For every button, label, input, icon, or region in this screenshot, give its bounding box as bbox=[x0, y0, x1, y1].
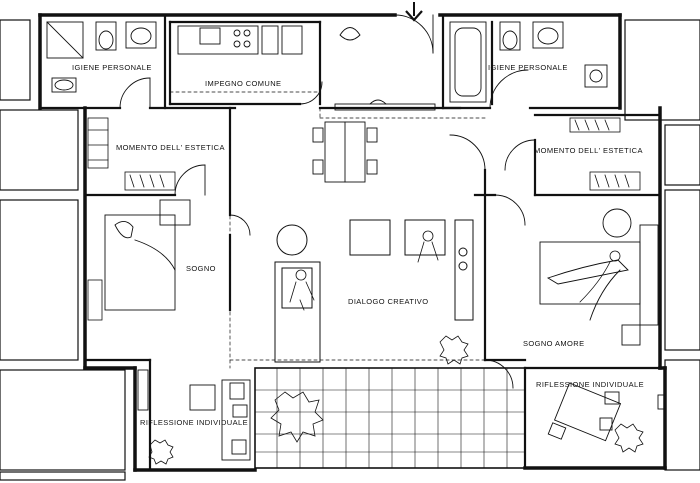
kitchen-fixtures bbox=[177, 25, 361, 55]
plants bbox=[148, 335, 644, 465]
bed-left bbox=[104, 199, 191, 311]
bathroom-right-fixtures bbox=[449, 21, 608, 103]
neighbour-right-blocks bbox=[624, 19, 700, 471]
interior-walls bbox=[38, 13, 662, 472]
lounge-furniture bbox=[274, 219, 474, 363]
corridor-shelf bbox=[334, 99, 436, 111]
door-swings bbox=[119, 14, 536, 389]
room-label-estetica-right: MOMENTO DELL' ESTETICA bbox=[534, 146, 643, 155]
room-label-igiene-left: IGIENE PERSONALE bbox=[72, 63, 152, 72]
neighbour-left-blocks bbox=[0, 19, 126, 481]
circulation-dashes bbox=[169, 91, 486, 369]
room-label-riflessione-right: RIFLESSIONE INDIVIDUALE bbox=[536, 380, 644, 389]
estetica-left-fixtures bbox=[87, 117, 176, 191]
patio-grid bbox=[254, 367, 526, 469]
estetica-right-fixtures bbox=[569, 117, 641, 191]
room-label-igiene-right: IGIENE PERSONALE bbox=[488, 63, 568, 72]
room-label-sogno-amore: SOGNO AMORE bbox=[523, 339, 585, 348]
room-label-sogno: SOGNO bbox=[186, 264, 216, 273]
room-label-estetica-left: MOMENTO DELL' ESTETICA bbox=[116, 143, 225, 152]
desk-right bbox=[547, 382, 665, 442]
bathroom-left-fixtures bbox=[46, 21, 157, 93]
arrow-down-icon bbox=[405, 2, 423, 22]
room-label-dialogo: DIALOGO CREATIVO bbox=[348, 297, 429, 306]
room-label-impegno: IMPEGNO COMUNE bbox=[205, 79, 282, 88]
outer-walls bbox=[38, 13, 667, 472]
bed-right bbox=[539, 208, 659, 346]
people-sketches bbox=[289, 230, 621, 311]
desk-left bbox=[137, 369, 251, 461]
dining-table bbox=[312, 121, 378, 183]
wardrobe-left bbox=[87, 279, 103, 321]
room-label-riflessione-left: RIFLESSIONE INDIVIDUALE bbox=[140, 418, 248, 427]
